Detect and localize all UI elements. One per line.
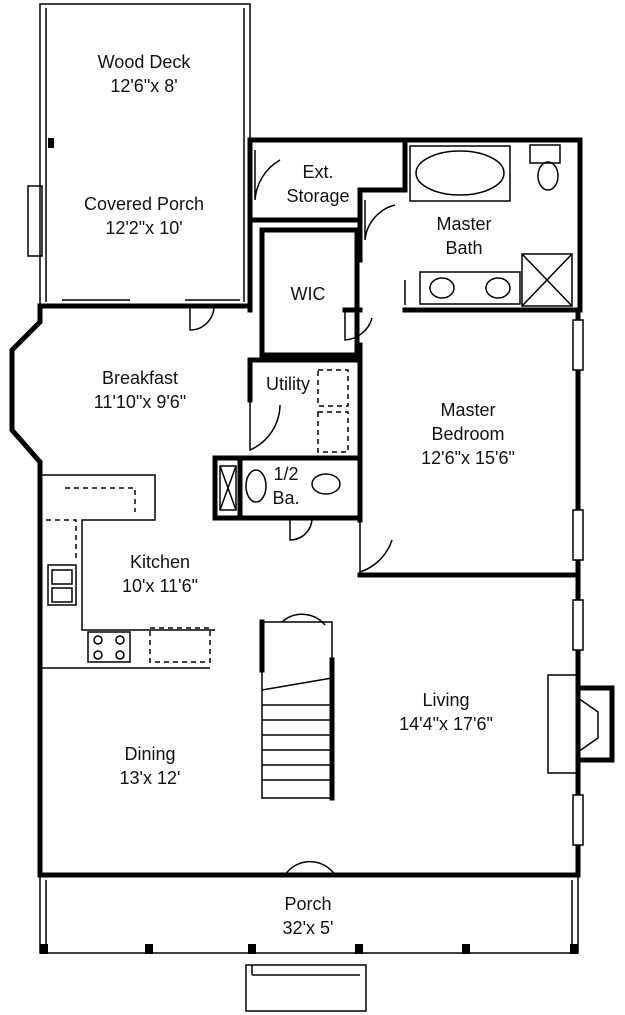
stairs	[259, 619, 335, 801]
kitchen-name: Kitchen	[130, 552, 190, 572]
master-bath-name-line2: Bath	[445, 238, 482, 258]
living-name: Living	[422, 690, 469, 710]
right-wall-windows	[572, 319, 584, 846]
half-bath-fixtures	[219, 465, 341, 511]
deck-outline	[27, 3, 251, 307]
ext-storage-name-line1: Ext.	[302, 162, 333, 182]
porch-size: 32'x 5'	[283, 918, 334, 938]
kitchen-size: 10'x 11'6"	[122, 576, 198, 596]
ext-storage-name-line2: Storage	[286, 186, 349, 206]
half-bath-name-line2: Ba.	[272, 488, 299, 508]
utility-appliances	[317, 369, 349, 453]
master-bedroom-name-line1: Master	[440, 400, 495, 420]
wood-deck-name: Wood Deck	[98, 52, 192, 72]
wood-deck-size: 12'6"x 8'	[110, 76, 177, 96]
master-bath-name-line1: Master	[436, 214, 491, 234]
master-bedroom-name-line2: Bedroom	[431, 424, 504, 444]
doors	[189, 150, 406, 876]
dining-size: 13'x 12'	[120, 768, 181, 788]
breakfast-size: 11'10"x 9'6"	[94, 392, 186, 412]
interior-walls	[212, 137, 581, 578]
dining-name: Dining	[124, 744, 175, 764]
master-bedroom-size: 12'6"x 15'6"	[421, 448, 515, 468]
breakfast-name: Breakfast	[102, 368, 178, 388]
half-bath-name-line1: 1/2	[273, 464, 298, 484]
front-porch	[39, 874, 579, 1012]
porch-name: Porch	[284, 894, 331, 914]
kitchen-counters	[40, 474, 215, 669]
living-size: 14'4"x 17'6"	[399, 714, 493, 734]
utility-name: Utility	[266, 374, 310, 394]
covered-porch-name: Covered Porch	[84, 194, 204, 214]
master-bath-fixtures	[409, 144, 573, 307]
wic-name: WIC	[291, 284, 326, 304]
fireplace	[547, 674, 615, 774]
covered-porch-size: 12'2"x 10'	[105, 218, 182, 238]
room-labels: Wood Deck 12'6"x 8' Covered Porch 12'2"x…	[84, 52, 515, 938]
